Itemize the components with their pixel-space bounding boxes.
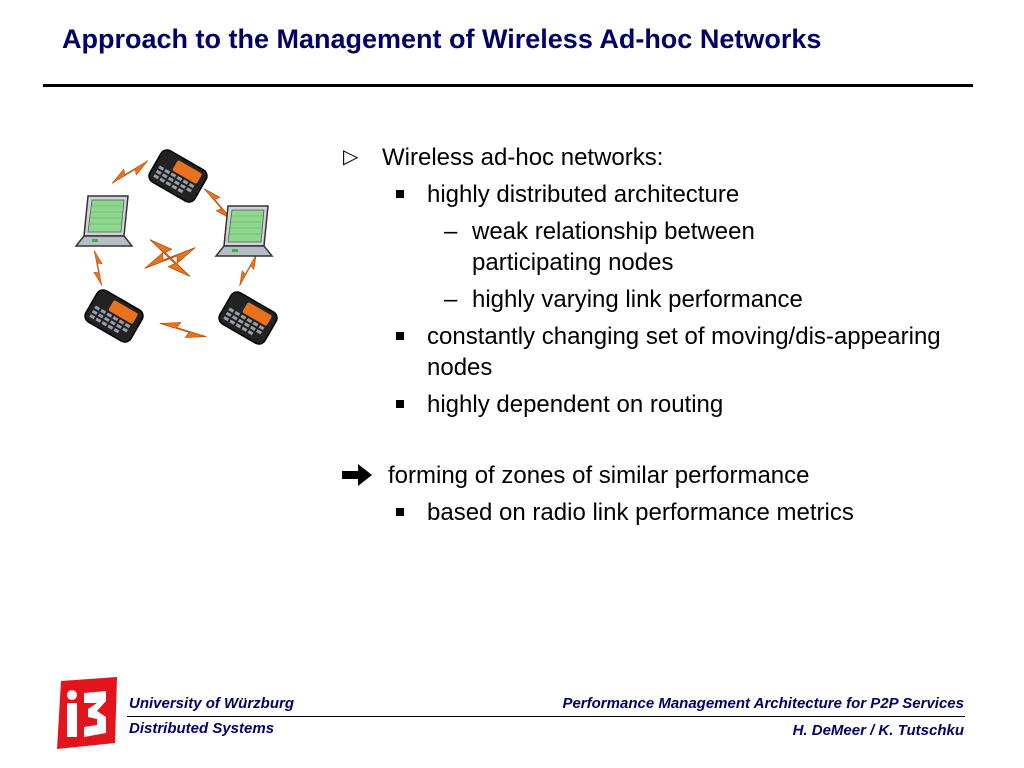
lightning-icon [157, 319, 209, 341]
bullet-list: ▷ Wireless ad-hoc networks: highly distr… [340, 140, 990, 528]
slide-title: Approach to the Management of Wireless A… [62, 24, 822, 54]
arrow-right-icon [342, 464, 372, 486]
dash-bullet-icon: – [444, 286, 458, 313]
dash-bullet-text: highly varying link performance [472, 286, 803, 313]
sub-bullet-text: highly distributed architecture [427, 181, 740, 208]
lightning-icon [109, 153, 151, 191]
bullet-text: forming of zones of similar performance [388, 462, 810, 489]
bullet-item: forming of zones of similar performance [340, 460, 990, 491]
square-bullet-icon [396, 190, 404, 198]
bullet-text: Wireless ad-hoc networks: [382, 144, 664, 171]
dash-bullet-item: – weak relationship between participatin… [340, 216, 990, 278]
footer-divider [127, 716, 965, 717]
lightning-icon [86, 248, 110, 288]
footer-university: University of Würzburg [129, 695, 295, 712]
triangle-bullet-icon: ▷ [343, 146, 359, 168]
square-bullet-icon [396, 508, 404, 516]
sub-bullet-item: highly distributed architecture [340, 179, 990, 210]
laptop-icon [75, 195, 133, 247]
sub-bullet-item: highly dependent on routing [340, 389, 990, 420]
sub-bullet-text: highly dependent on routing [427, 391, 724, 418]
lightning-icon [142, 235, 198, 281]
pda-icon [81, 286, 147, 346]
pda-icon [215, 288, 281, 348]
square-bullet-icon [396, 400, 404, 408]
sub-bullet-text: based on radio link performance metrics [427, 499, 854, 526]
i3-logo-icon [57, 677, 117, 749]
bullet-item: ▷ Wireless ad-hoc networks: [340, 142, 990, 173]
dash-bullet-text: weak relationship between participating … [472, 218, 755, 276]
sub-bullet-item: constantly changing set of moving/dis-ap… [340, 321, 990, 383]
sub-bullet-item: based on radio link performance metrics [340, 497, 990, 528]
square-bullet-icon [396, 332, 404, 340]
lightning-icon [236, 250, 260, 290]
adhoc-network-illustration [75, 146, 281, 348]
footer-authors: H. DeMeer / K. Tutschku [792, 722, 964, 739]
sub-bullet-text: constantly changing set of moving/dis-ap… [427, 323, 941, 381]
pda-icon [145, 146, 211, 206]
title-divider [43, 84, 973, 87]
footer-course-title: Performance Management Architecture for … [562, 695, 964, 712]
dash-bullet-icon: – [444, 218, 458, 245]
footer-department: Distributed Systems [129, 720, 275, 737]
dash-bullet-item: – highly varying link performance [340, 284, 990, 315]
